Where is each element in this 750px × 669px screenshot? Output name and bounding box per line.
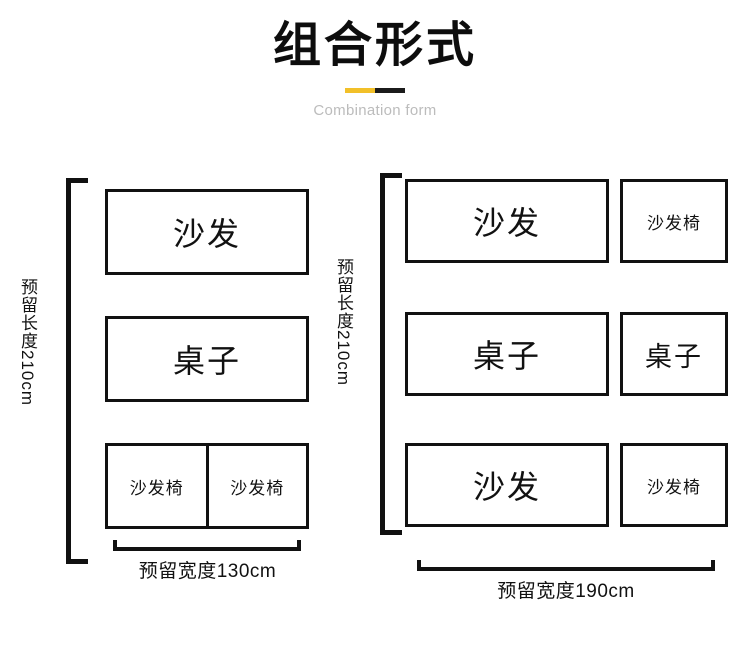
page-header: 组合形式 Combination form [0,0,750,120]
furniture-box-table: 桌子 [105,316,309,402]
page-subtitle: Combination form [313,102,437,119]
diagram-layout-190: 预留长度210cm 沙发 沙发椅 桌子 桌子 沙发 沙发椅 预留宽度190cm [330,0,750,669]
width-label-right: 预留宽度190cm [497,581,635,602]
furniture-box-table: 桌子 [620,312,728,396]
furniture-box-table: 桌子 [405,312,609,396]
furniture-box-armchair: 沙发椅 [620,179,728,263]
furniture-box-armchair-pair: 沙发椅 沙发椅 [105,443,309,529]
furniture-box-armchair: 沙发椅 [205,446,307,526]
furniture-box-sofa: 沙发 [405,179,609,263]
title-divider [345,88,405,93]
furniture-box-sofa: 沙发 [405,443,609,527]
length-label-left: 预留长度210cm [18,278,37,407]
diagram-layout-130: 预留长度210cm 沙发 桌子 沙发椅 沙发椅 预留宽度130cm [0,0,330,669]
length-bracket-right [380,173,402,535]
furniture-box-armchair: 沙发椅 [620,443,728,527]
page-title: 组合形式 [272,19,477,72]
furniture-box-armchair: 沙发椅 [129,478,184,498]
width-label-left: 预留宽度130cm [138,561,277,582]
divider-yellow-segment [345,88,375,93]
width-bracket-left [113,540,301,551]
length-bracket-left [66,178,88,564]
divider-dark-segment [375,88,405,93]
length-label-right: 预留长度210cm [334,258,353,387]
width-bracket-right [417,560,715,571]
furniture-box-sofa: 沙发 [105,189,309,275]
